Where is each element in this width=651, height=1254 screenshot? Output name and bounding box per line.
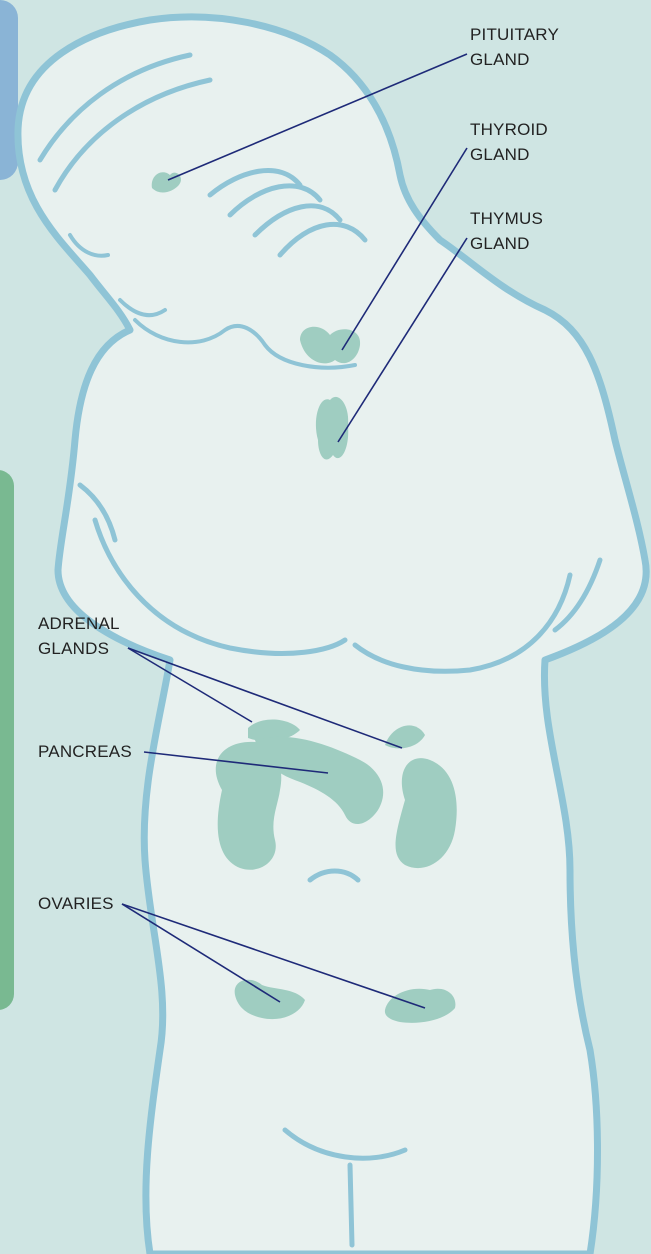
thyroid-label-line-1: THYROID (470, 117, 548, 142)
pituitary-gland-label: PITUITARY GLAND (470, 22, 559, 72)
thyroid-label-line-2: GLAND (470, 142, 548, 167)
left-blue-tab (0, 0, 18, 180)
thymus-label-line-1: THYMUS (470, 206, 543, 231)
ovaries-label-text: OVARIES (38, 891, 114, 916)
left-green-tab (0, 470, 14, 1010)
adrenal-glands-label: ADRENAL GLANDS (38, 611, 120, 661)
ovaries-label: OVARIES (38, 891, 114, 916)
pancreas-label-text: PANCREAS (38, 739, 132, 764)
pituitary-label-line-2: GLAND (470, 47, 559, 72)
adrenal-label-line-1: ADRENAL (38, 611, 120, 636)
thymus-label-line-2: GLAND (470, 231, 543, 256)
thymus-gland-shape (316, 397, 348, 460)
pancreas-label: PANCREAS (38, 739, 132, 764)
thymus-gland-label: THYMUS GLAND (470, 206, 543, 256)
thyroid-gland-label: THYROID GLAND (470, 117, 548, 167)
pituitary-label-line-1: PITUITARY (470, 22, 559, 47)
adrenal-label-line-2: GLANDS (38, 636, 120, 661)
